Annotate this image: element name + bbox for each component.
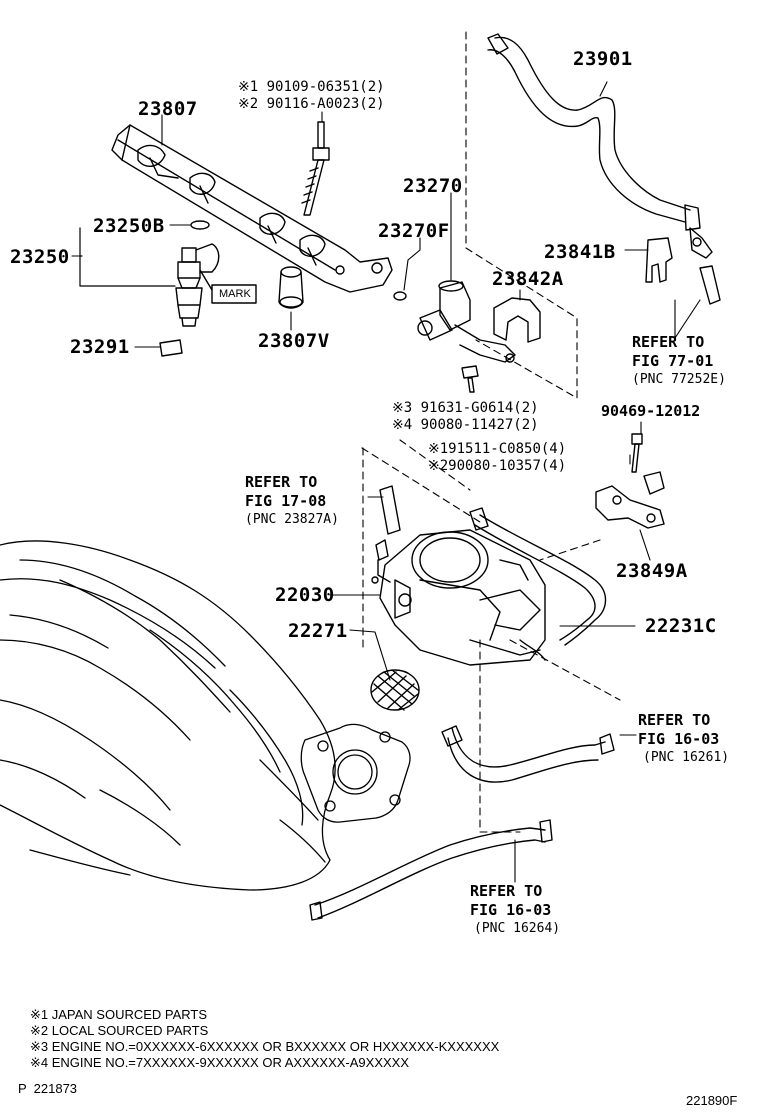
- ref-line-3: (PNC 23827A): [245, 512, 339, 527]
- clip-drawing: [645, 237, 673, 283]
- hoses-drawing: [309, 485, 615, 921]
- insulator-drawing: [159, 339, 183, 357]
- throttle-body-drawing: [371, 529, 546, 666]
- fuel-rail-drawing: [111, 124, 393, 293]
- part-label-22271: 22271: [288, 620, 348, 642]
- part-label-23270: 23270: [403, 175, 463, 197]
- part-label-23250b: 23250B: [93, 215, 165, 237]
- part-label-23270f: 23270F: [378, 220, 450, 242]
- ref-line-1: REFER TO: [245, 473, 318, 491]
- injector-mark-label: MARK: [219, 288, 251, 300]
- part-label-23849a: 23849A: [616, 560, 688, 582]
- ref-line-3: (PNC 16261): [643, 750, 730, 765]
- ref-line-3: (PNC 16264): [474, 921, 561, 936]
- part-label-23841b: 23841B: [544, 241, 616, 263]
- footnote-1: ※1 JAPAN SOURCED PARTS: [30, 1007, 208, 1022]
- fuel-hose-drawing: [487, 33, 713, 259]
- pressure-regulator-drawing: [393, 280, 516, 363]
- ref-line-1: REFER TO: [638, 711, 711, 729]
- part-note-bolt-1: ※1 90109-06351(2): [238, 79, 385, 95]
- bracket-drawing: [595, 433, 665, 529]
- fuel-injector-drawing: [175, 243, 257, 327]
- o-ring-drawing: [190, 220, 210, 230]
- footnote-4: ※4 ENGINE NO.=7XXXXXX-9XXXXXX OR AXXXXXX…: [30, 1055, 410, 1070]
- ref-line-1: REFER TO: [470, 882, 543, 900]
- part-note-screw-4: ※4 90080-11427(2): [392, 417, 539, 433]
- part-note-tb-bolt-1: ※191511-C0850(4): [428, 441, 567, 457]
- part-note-bolt-2: ※2 90116-A0023(2): [238, 96, 385, 112]
- part-label-23250: 23250: [10, 246, 70, 268]
- part-label-23291: 23291: [70, 336, 130, 358]
- figure-code: 221890F: [686, 1093, 738, 1108]
- ref-line-2: FIG 16-03: [470, 901, 552, 919]
- ref-line-2: FIG 77-01: [632, 352, 714, 370]
- dashed-guide-lines: [361, 31, 621, 833]
- ref-line-2: FIG 16-03: [638, 730, 720, 748]
- footnote-2: ※2 LOCAL SOURCED PARTS: [30, 1023, 209, 1038]
- part-label-23842a: 23842A: [492, 268, 564, 290]
- ref-line-1: REFER TO: [632, 333, 705, 351]
- clamp-drawing: [493, 297, 541, 343]
- part-note-tb-bolt-2: ※290080-10357(4): [428, 458, 567, 474]
- ref-line-2: FIG 17-08: [245, 492, 327, 510]
- footnote-3: ※3 ENGINE NO.=0XXXXXX-6XXXXXX OR BXXXXXX…: [30, 1039, 500, 1054]
- part-label-22231c: 22231C: [645, 615, 717, 637]
- ref-line-3: (PNC 77252E): [632, 372, 726, 387]
- gasket-drawing: [370, 669, 420, 711]
- intake-manifold-drawing: [0, 540, 411, 891]
- part-label-22030: 22030: [275, 584, 335, 606]
- rail-bolt-drawing: [301, 121, 330, 216]
- return-hose-end-drawing: [699, 265, 721, 305]
- part-label-23901: 23901: [573, 48, 633, 70]
- regulator-screw-drawing: [461, 365, 479, 393]
- page-code: P 221873: [18, 1081, 78, 1096]
- part-note-screw-3: ※3 91631-G0614(2): [392, 400, 539, 416]
- part-label-90469: 90469-12012: [601, 402, 701, 420]
- leader-lines: [71, 81, 701, 883]
- grommet-drawing: [278, 266, 304, 309]
- part-label-23807: 23807: [138, 98, 198, 120]
- part-label-23807v: 23807V: [258, 330, 330, 352]
